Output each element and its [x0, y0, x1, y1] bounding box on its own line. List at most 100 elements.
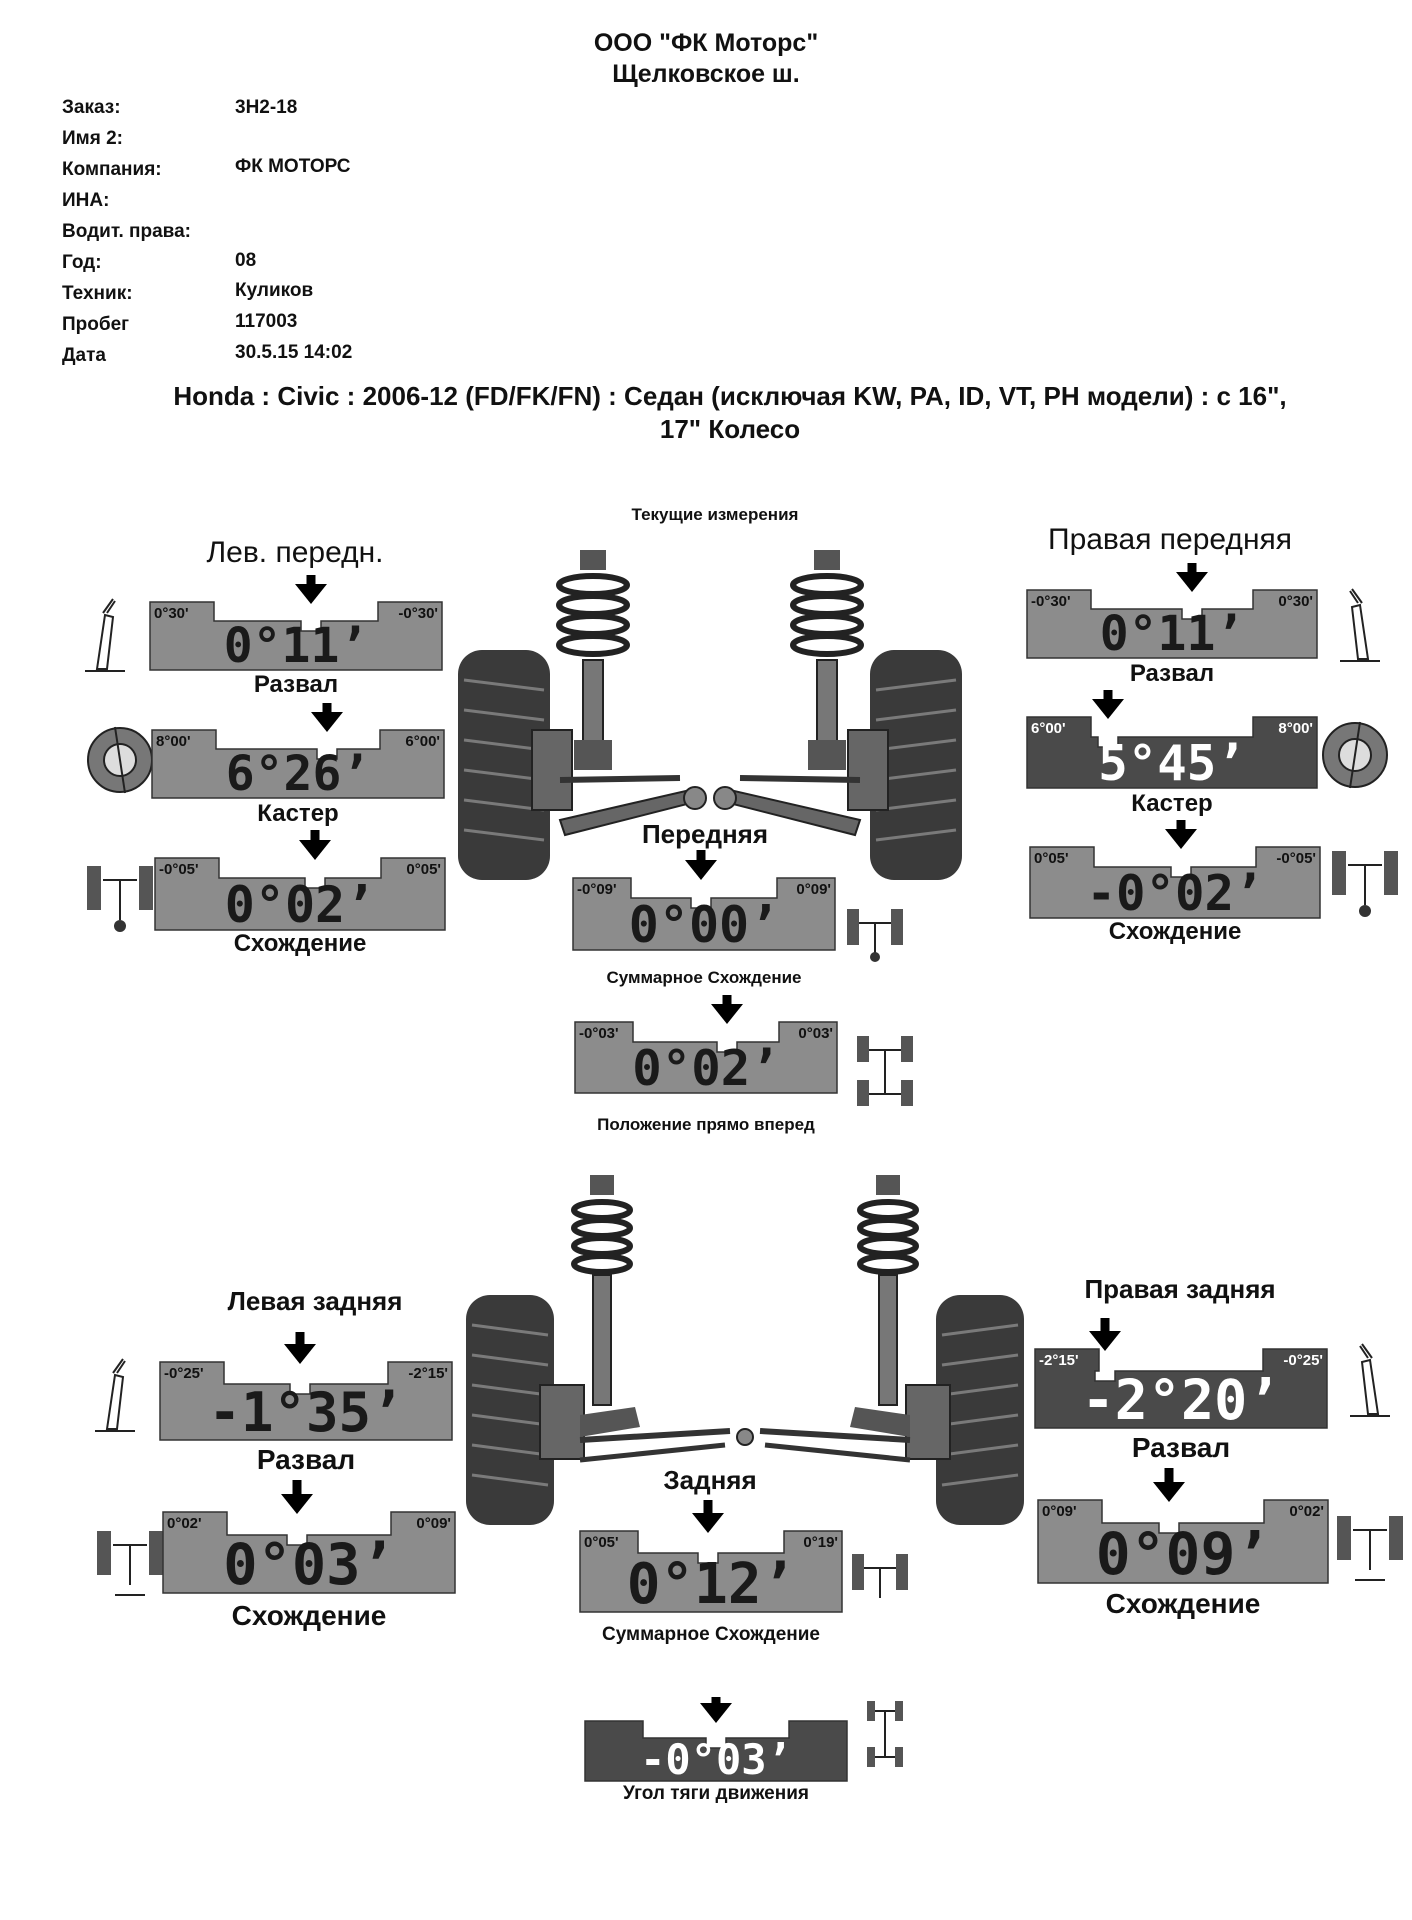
gauge-front-total-toe: -0°09'0°09'0°00’	[572, 850, 836, 954]
gauge-min-label: -0°05'	[159, 861, 199, 878]
info-label: Техник:	[62, 283, 133, 304]
info-label: ИНА:	[62, 190, 110, 211]
gauge-min-label: -0°09'	[577, 881, 617, 898]
info-value: ФК МОТОРС	[235, 156, 351, 177]
straight-ahead-diagram-icon	[857, 1036, 913, 1106]
info-label: Год:	[62, 252, 102, 273]
gauge-svg: -2°15'-0°25'-2°20’	[1034, 1318, 1328, 1432]
camber-diagram-icon	[85, 598, 125, 672]
total-toe-diagram-icon	[847, 909, 903, 962]
gauge-front-right-caster: 6°00'8°00'5°45’	[1026, 690, 1318, 792]
gauge-scale	[1029, 846, 1321, 919]
gauge-max-label: 8°00'	[1278, 720, 1313, 737]
pointer-arrow-icon	[700, 1703, 732, 1723]
gauge-min-label: 0°02'	[167, 1515, 202, 1532]
gauge-scale	[151, 729, 445, 799]
pointer-arrow-icon	[311, 712, 343, 732]
rear-right-title: Правая задняя	[1084, 1274, 1276, 1304]
pointer-arrow-icon	[295, 584, 327, 604]
front-center-title: Передняя	[641, 819, 769, 849]
info-value: 3H2-18	[235, 97, 298, 118]
gauge-max-label: 0°09'	[416, 1515, 451, 1532]
gauge-min-label: 0°30'	[154, 605, 189, 622]
gauge-scale	[1034, 1348, 1328, 1429]
info-label: Пробег	[62, 314, 130, 335]
gauge-max-label: -2°15'	[408, 1365, 448, 1382]
gauge-svg: 0°02'0°09'0°03’	[162, 1480, 456, 1598]
gauge-max-label: -0°25'	[1283, 1352, 1323, 1369]
gauge-svg: 8°00'6°00'6°26’	[151, 703, 445, 802]
gauge-front-right-toe: 0°05'-0°05'-0°02’	[1029, 820, 1321, 922]
pointer-arrow-icon	[284, 1344, 316, 1364]
gauge-value: -0°03’	[640, 1735, 792, 1784]
caster-diagram-icon	[87, 726, 153, 794]
gauge-scale	[572, 877, 836, 951]
gauge-scale	[149, 601, 443, 671]
camber-diagram-icon	[1340, 588, 1380, 662]
gauge-max-label: 0°09'	[796, 881, 831, 898]
gauge-scale	[1026, 716, 1318, 789]
gauge-rear-right-camber: -2°15'-0°25'-2°20’	[1034, 1318, 1328, 1432]
gauge-value: 0°09’	[1096, 1520, 1271, 1588]
gauge-value: -0°02’	[1086, 865, 1263, 922]
gauge-svg: 0°05'0°19'0°12’	[579, 1500, 843, 1617]
gauge-value: 5°45’	[1098, 735, 1246, 792]
vehicle-description: Honda : Civic : 2006-12 (FD/FK/FN) : Сед…	[60, 380, 1400, 446]
info-value: Куликов	[235, 280, 314, 301]
gauge-min-label: -2°15'	[1039, 1352, 1079, 1369]
gauge-label: Положение прямо вперед	[597, 1115, 815, 1134]
gauge-front-left-camber: 0°30'-0°30'0°11’	[149, 575, 443, 674]
thrust-angle-diagram-icon	[867, 1701, 903, 1767]
gauge-max-label: -0°30'	[398, 605, 438, 622]
company-address: Щелковское ш.	[612, 60, 800, 88]
gauge-value: 0°02’	[225, 876, 376, 934]
gauge-front-right-camber: -0°30'0°30'0°11’	[1026, 563, 1318, 662]
rear-left-title: Левая задняя	[227, 1286, 403, 1316]
pointer-arrow-icon	[692, 1513, 724, 1533]
rear-center-title: Задняя	[663, 1465, 757, 1495]
gauge-scale	[154, 857, 446, 931]
gauge-thrust-angle: -0°03’	[584, 1697, 848, 1784]
gauge-label: Развал	[256, 1444, 356, 1475]
pointer-arrow-icon	[685, 860, 717, 880]
toe-diagram-icon	[87, 866, 153, 932]
gauge-label: Кастер	[257, 800, 339, 827]
gauge-svg: -0°25'-2°15'-1°35’	[159, 1332, 453, 1444]
gauge-svg: 0°05'-0°05'-0°02’	[1029, 820, 1321, 922]
pointer-arrow-icon	[299, 840, 331, 860]
pointer-arrow-icon	[281, 1494, 313, 1514]
gauge-svg: 6°00'8°00'5°45’	[1026, 690, 1318, 792]
company-header: ООО "ФК Моторс" Щелковское ш.	[0, 28, 1412, 90]
gauge-min-label: -0°03'	[579, 1025, 619, 1042]
gauge-straight-ahead: -0°03' 0°03' 0°02’	[574, 995, 838, 1097]
gauge-scale	[162, 1511, 456, 1594]
gauge-scale	[579, 1530, 843, 1613]
gauge-max-label: 0°03'	[798, 1025, 833, 1042]
caster-diagram-icon	[1322, 721, 1388, 789]
gauge-max-label: 0°05'	[406, 861, 441, 878]
gauge-svg: 0°30'-0°30'0°11’	[149, 575, 443, 674]
gauge-label: Развал	[253, 671, 339, 698]
gauge-value: -1°35’	[208, 1381, 403, 1444]
gauge-max-label: 6°00'	[405, 733, 440, 750]
gauge-scale	[1037, 1499, 1329, 1584]
gauge-label: Схождение	[1105, 1588, 1261, 1619]
rear-suspension-illustration	[466, 1175, 1024, 1525]
company-name: ООО "ФК Моторс"	[593, 29, 819, 57]
info-value: 117003	[235, 311, 298, 332]
gauge-value: 0°12’	[627, 1552, 796, 1617]
gauge-max-label: -0°05'	[1276, 850, 1316, 867]
gauge-scale	[574, 1021, 838, 1094]
gauge-front-left-toe: -0°05' 0°05' 0°02’	[154, 830, 446, 934]
info-value: 30.5.15 14:02	[235, 342, 353, 363]
gauge-svg: -0°09'0°09'0°00’	[572, 850, 836, 954]
gauge-value: 0°02’	[632, 1040, 780, 1097]
camber-diagram-icon	[1350, 1343, 1390, 1417]
toe-diagram-icon	[97, 1531, 163, 1596]
pointer-arrow-icon	[1092, 699, 1124, 719]
gauge-label: Угол тяги движения	[623, 1783, 809, 1804]
toe-diagram-icon	[1332, 851, 1398, 917]
total-toe-diagram-icon	[852, 1554, 908, 1598]
gauge-svg: -0°03' 0°03' 0°02’	[574, 995, 838, 1097]
